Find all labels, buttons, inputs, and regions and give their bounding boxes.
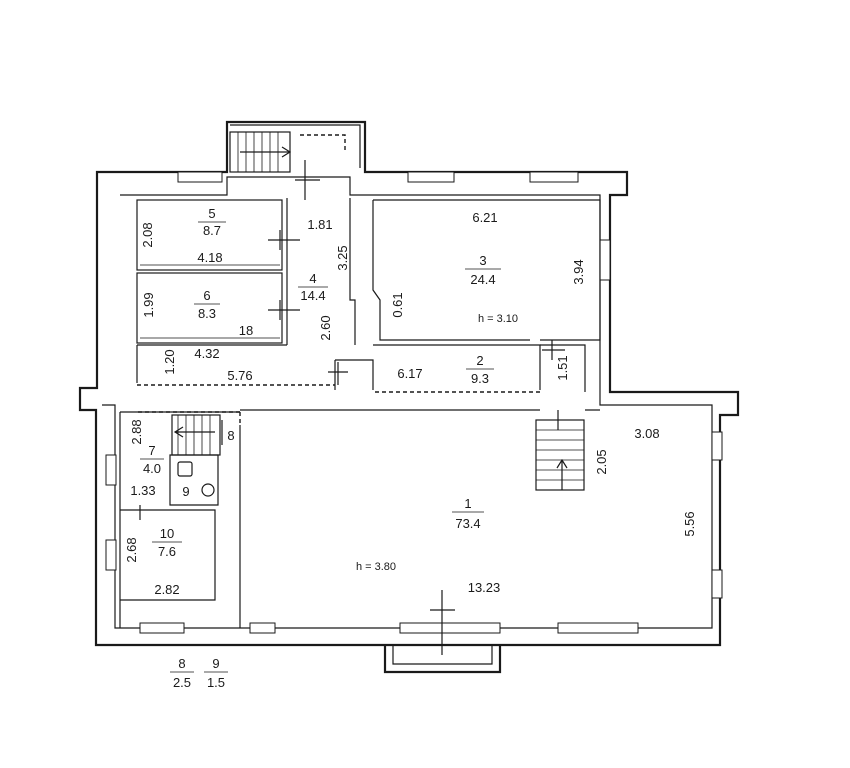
dim-5-56: 5.56 (682, 511, 697, 536)
room-5-id: 5 (208, 206, 215, 221)
room-1-height: h = 3.80 (356, 561, 396, 573)
room-2-id: 2 (476, 353, 483, 368)
bottom-porch (383, 590, 502, 674)
dim-5-76: 5.76 (227, 368, 252, 383)
dim-1-99: 1.99 (141, 292, 156, 317)
room-1-id: 1 (464, 496, 471, 511)
dim-2-88: 2.88 (129, 419, 144, 444)
room-4-area: 14.4 (300, 288, 325, 303)
room-6-id: 6 (203, 288, 210, 303)
dim-1-81: 1.81 (307, 217, 332, 232)
room-10-area: 7.6 (158, 544, 176, 559)
room-3-area: 24.4 (470, 272, 495, 287)
dim-18: 18 (239, 323, 253, 338)
room-3-id: 3 (479, 253, 486, 268)
dim-3-94: 3.94 (571, 259, 586, 284)
dim-1-20: 1.20 (162, 349, 177, 374)
dim-6-17: 6.17 (397, 366, 422, 381)
outer-walls (78, 120, 740, 647)
dim-2-05: 2.05 (594, 449, 609, 474)
room-9-id: 9 (182, 484, 189, 499)
room-1-area: 73.4 (455, 516, 480, 531)
legend-9-area: 1.5 (207, 675, 225, 690)
room-4-id: 4 (309, 271, 316, 286)
legend-8-area: 2.5 (173, 675, 191, 690)
legend-8-id: 8 (178, 656, 185, 671)
dim-2-68: 2.68 (124, 537, 139, 562)
dim-4-32: 4.32 (194, 346, 219, 361)
dimensions: 2.08 4.18 1.81 3.25 6.21 3.94 0.61 1.99 … (124, 210, 697, 597)
legend-9-id: 9 (212, 656, 219, 671)
room-7-id: 7 (148, 443, 155, 458)
room-8-id: 8 (227, 428, 234, 443)
room-5-area: 8.7 (203, 223, 221, 238)
dim-2-60: 2.60 (318, 315, 333, 340)
dim-6-21: 6.21 (472, 210, 497, 225)
room-2-area: 9.3 (471, 371, 489, 386)
top-entrance-stair (229, 131, 346, 173)
room-10-id: 10 (160, 526, 174, 541)
area-legend: 8 2.5 9 1.5 (170, 656, 228, 690)
room-labels: 8.7 (198, 221, 226, 238)
dim-13-23: 13.23 (468, 580, 501, 595)
dim-2-08: 2.08 (140, 222, 155, 247)
dim-0-61: 0.61 (390, 292, 405, 317)
dim-4-18: 4.18 (197, 250, 222, 265)
dim-2-82: 2.82 (154, 582, 179, 597)
room-3-height: h = 3.10 (478, 313, 518, 325)
dim-3-08: 3.08 (634, 426, 659, 441)
windows (105, 171, 723, 634)
dim-1-51: 1.51 (555, 355, 570, 380)
dim-1-33: 1.33 (130, 483, 155, 498)
room-7-area: 4.0 (143, 461, 161, 476)
interior-walls (119, 160, 601, 628)
room-6-area: 8.3 (198, 306, 216, 321)
dim-3-25: 3.25 (335, 245, 350, 270)
